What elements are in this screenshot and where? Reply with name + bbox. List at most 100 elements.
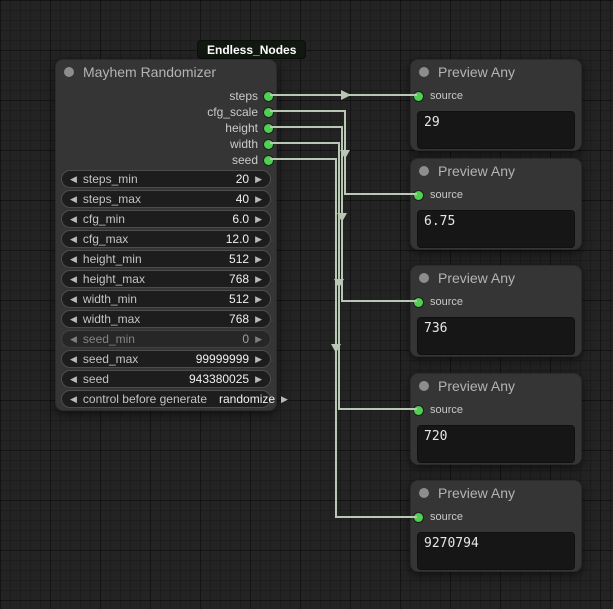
collapse-dot-icon[interactable] [419, 487, 429, 498]
collapse-dot-icon[interactable] [419, 380, 429, 391]
node-title: Preview Any [438, 377, 516, 394]
node-preview-any-5[interactable]: Preview Any source 9270794 [410, 480, 582, 572]
widget-seed-min[interactable]: ◀ seed_min 0 ▶ [61, 330, 271, 348]
increment-arrow-icon[interactable]: ▶ [255, 373, 262, 384]
node-preview-any-2[interactable]: Preview Any source 6.75 [410, 158, 582, 250]
input-label: source [430, 90, 464, 102]
widget-cfg-min[interactable]: ◀ cfg_min 6.0 ▶ [61, 210, 271, 228]
widget-value: 943380025 [189, 372, 250, 386]
output-slot-steps: steps [56, 88, 276, 104]
decrement-arrow-icon[interactable]: ◀ [70, 193, 77, 204]
widget-value: randomize [219, 392, 276, 406]
decrement-arrow-icon[interactable]: ◀ [70, 213, 77, 224]
input-slot-source: source [411, 88, 463, 104]
preview-value-box[interactable]: 29 [417, 111, 575, 149]
input-port-source[interactable] [414, 91, 423, 101]
input-label: source [430, 511, 464, 523]
node-header[interactable]: Preview Any [411, 481, 581, 504]
node-preview-any-4[interactable]: Preview Any source 720 [410, 373, 582, 465]
link-arrow-icon [334, 279, 344, 288]
node-title: Mayhem Randomizer [83, 63, 217, 80]
widget-control-before-generate[interactable]: ◀ control before generate randomize ▶ [61, 390, 288, 408]
input-port-source[interactable] [414, 297, 423, 307]
widget-value: 99999999 [195, 352, 250, 366]
collapse-dot-icon[interactable] [64, 66, 74, 77]
output-port-width[interactable] [264, 139, 273, 149]
output-label: height [225, 121, 258, 135]
node-header[interactable]: Preview Any [411, 159, 581, 182]
decrement-arrow-icon[interactable]: ◀ [70, 273, 77, 284]
widget-label: seed_max [82, 352, 139, 366]
preview-value-box[interactable]: 720 [417, 425, 575, 463]
output-port-cfg-scale[interactable] [264, 107, 273, 117]
node-title: Preview Any [438, 63, 516, 80]
widget-seed[interactable]: ◀ seed 943380025 ▶ [61, 370, 271, 388]
decrement-arrow-icon[interactable]: ◀ [70, 173, 77, 184]
node-preview-any-1[interactable]: Preview Any source 29 [410, 59, 582, 151]
node-header[interactable]: Preview Any [411, 266, 581, 289]
increment-arrow-icon[interactable]: ▶ [255, 213, 262, 224]
link-wire-height [270, 126, 417, 302]
widget-width-max[interactable]: ◀ width_max 768 ▶ [61, 310, 271, 328]
preview-value-box[interactable]: 6.75 [417, 210, 575, 248]
decrement-arrow-icon[interactable]: ◀ [70, 253, 77, 264]
output-port-height[interactable] [264, 123, 273, 133]
preview-value-box[interactable]: 736 [417, 317, 575, 355]
widget-cfg-max[interactable]: ◀ cfg_max 12.0 ▶ [61, 230, 271, 248]
collapse-dot-icon[interactable] [419, 272, 429, 283]
increment-arrow-icon[interactable]: ▶ [255, 313, 262, 324]
increment-arrow-icon[interactable]: ▶ [255, 233, 262, 244]
increment-arrow-icon[interactable]: ▶ [255, 293, 262, 304]
input-port-source[interactable] [414, 512, 423, 522]
collapse-dot-icon[interactable] [419, 165, 429, 176]
input-port-source[interactable] [414, 190, 423, 200]
node-title: Preview Any [438, 484, 516, 501]
widget-height-min[interactable]: ◀ height_min 512 ▶ [61, 250, 271, 268]
node-preview-any-3[interactable]: Preview Any source 736 [410, 265, 582, 357]
increment-arrow-icon[interactable]: ▶ [255, 193, 262, 204]
output-label: seed [231, 153, 258, 167]
widget-label: seed_min [82, 332, 135, 346]
output-slot-height: height [56, 120, 276, 136]
collapse-dot-icon[interactable] [419, 66, 429, 77]
increment-arrow-icon[interactable]: ▶ [255, 273, 262, 284]
widget-value: 0 [242, 332, 250, 346]
node-mayhem-randomizer[interactable]: Mayhem Randomizer steps cfg_scale height… [55, 59, 288, 411]
preview-value-box[interactable]: 9270794 [417, 532, 575, 570]
node-header[interactable]: Preview Any [411, 60, 581, 83]
increment-arrow-icon[interactable]: ▶ [255, 173, 262, 184]
input-slot-source: source [411, 294, 463, 310]
increment-arrow-icon[interactable]: ▶ [255, 353, 262, 364]
input-slot-source: source [411, 402, 463, 418]
decrement-arrow-icon[interactable]: ◀ [70, 353, 77, 364]
widget-steps-max[interactable]: ◀ steps_max 40 ▶ [61, 190, 271, 208]
input-port-source[interactable] [414, 405, 423, 415]
decrement-arrow-icon[interactable]: ◀ [70, 393, 77, 404]
widget-seed-max[interactable]: ◀ seed_max 99999999 ▶ [61, 350, 271, 368]
widget-label: steps_max [82, 192, 141, 206]
output-slot-width: width [56, 136, 276, 152]
increment-arrow-icon[interactable]: ▶ [255, 333, 262, 344]
widget-label: steps_min [82, 172, 138, 186]
decrement-arrow-icon[interactable]: ◀ [70, 333, 77, 344]
widget-width-min[interactable]: ◀ width_min 512 ▶ [61, 290, 271, 308]
increment-arrow-icon[interactable]: ▶ [255, 253, 262, 264]
input-label: source [430, 296, 464, 308]
node-title: Preview Any [438, 269, 516, 286]
widget-value: 768 [229, 272, 250, 286]
decrement-arrow-icon[interactable]: ◀ [70, 313, 77, 324]
node-header[interactable]: Mayhem Randomizer [56, 60, 276, 83]
output-port-seed[interactable] [264, 155, 273, 165]
output-port-steps[interactable] [264, 91, 273, 101]
increment-arrow-icon[interactable]: ▶ [281, 393, 288, 404]
decrement-arrow-icon[interactable]: ◀ [70, 373, 77, 384]
decrement-arrow-icon[interactable]: ◀ [70, 233, 77, 244]
widget-height-max[interactable]: ◀ height_max 768 ▶ [61, 270, 271, 288]
node-header[interactable]: Preview Any [411, 374, 581, 397]
widget-steps-min[interactable]: ◀ steps_min 20 ▶ [61, 170, 271, 188]
output-label: width [229, 137, 258, 151]
link-wire-cfg-scale [270, 110, 417, 195]
link-arrow-icon [341, 90, 351, 100]
decrement-arrow-icon[interactable]: ◀ [70, 293, 77, 304]
